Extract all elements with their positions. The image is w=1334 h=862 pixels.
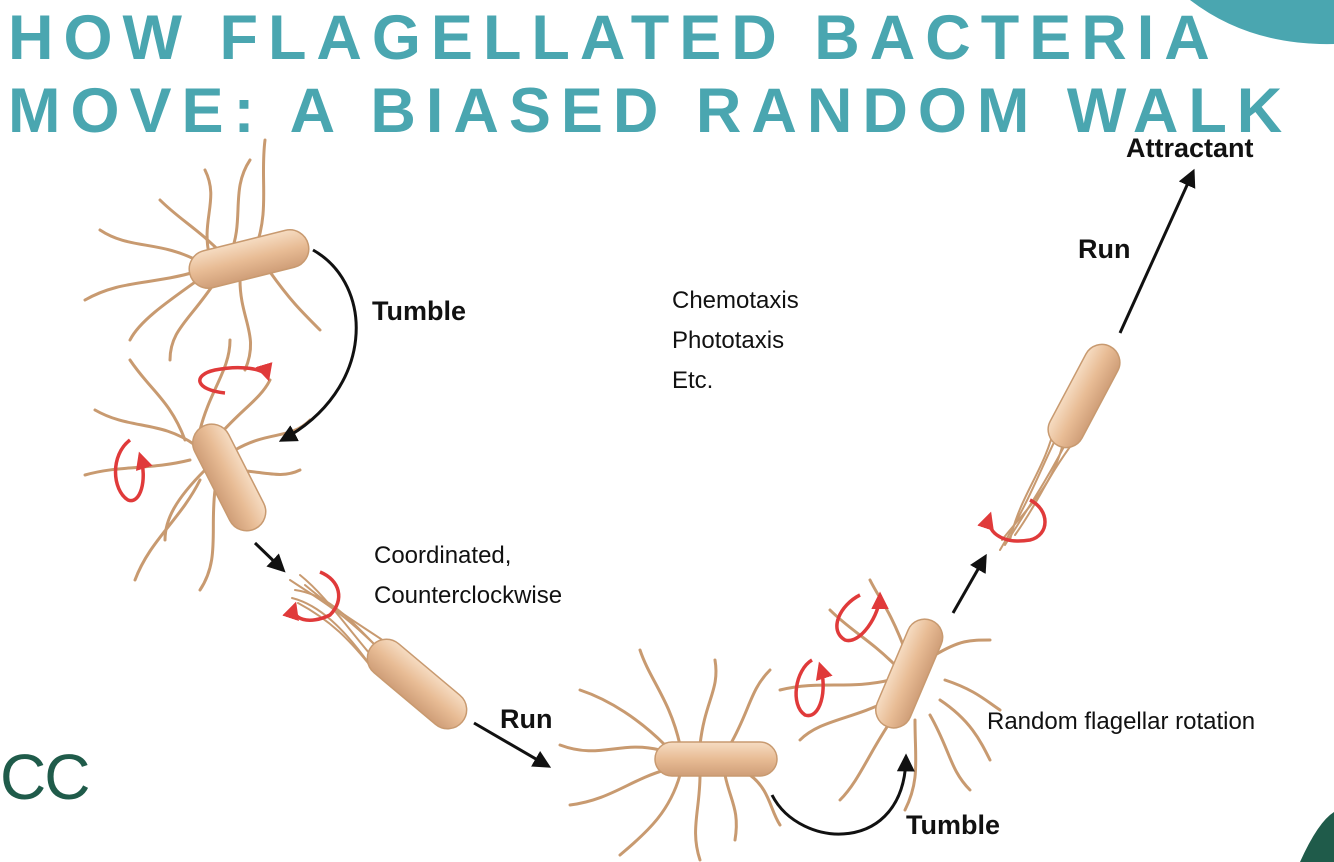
bacterium-tumbling-3 bbox=[558, 648, 782, 862]
label-random-rotation: Random flagellar rotation bbox=[987, 708, 1256, 735]
bacterium-tumbling-2 bbox=[83, 338, 312, 592]
label-coordinated-line2: Counterclockwise bbox=[374, 582, 563, 609]
rotation-arrow-5 bbox=[794, 658, 833, 718]
label-attractant: Attractant bbox=[1126, 133, 1254, 163]
taxis-list: Chemotaxis Phototaxis Etc. bbox=[672, 281, 799, 401]
label-tumble-top: Tumble bbox=[372, 296, 466, 326]
bacterium-tumbling-4 bbox=[778, 578, 1002, 812]
rotation-arrow-2 bbox=[113, 438, 153, 503]
bacterium-running-1 bbox=[289, 574, 468, 730]
page-title: HOW FLAGELLATED BACTERIA MOVE: A BIASED … bbox=[8, 3, 1293, 146]
label-tumble-bottom: Tumble bbox=[906, 810, 1000, 840]
rotation-arrow-4 bbox=[835, 591, 889, 643]
rotation-arrows bbox=[113, 362, 1047, 718]
corner-blob-top-right bbox=[1190, 0, 1334, 45]
label-chemotaxis: Chemotaxis bbox=[672, 287, 799, 314]
label-run-top: Run bbox=[1078, 234, 1131, 264]
tumble-arrow-top bbox=[278, 248, 358, 442]
path-arrows bbox=[253, 168, 1196, 836]
rotation-arrow-1 bbox=[198, 362, 273, 395]
run-arrow-top bbox=[1118, 168, 1196, 334]
arrow-to-run-1 bbox=[253, 541, 286, 573]
bacterium-running-2 bbox=[999, 343, 1121, 551]
logo-cc: CC bbox=[0, 741, 90, 813]
rotation-arrow-6 bbox=[977, 498, 1047, 543]
label-coordinated: Coordinated, Counterclockwise bbox=[374, 536, 562, 616]
corner-blob-bottom-right bbox=[1300, 812, 1334, 862]
label-run-bottom: Run bbox=[500, 704, 553, 734]
rotation-arrow-3 bbox=[282, 570, 341, 622]
label-phototaxis: Phototaxis bbox=[672, 327, 785, 354]
run-arrow-bottom bbox=[473, 721, 552, 768]
arrow-up-1 bbox=[951, 553, 987, 614]
label-coordinated-line1: Coordinated, bbox=[374, 542, 512, 569]
tumble-arrow-bottom bbox=[770, 753, 915, 836]
label-etc: Etc. bbox=[672, 367, 714, 394]
bacterium-tumbling-1 bbox=[83, 138, 322, 372]
